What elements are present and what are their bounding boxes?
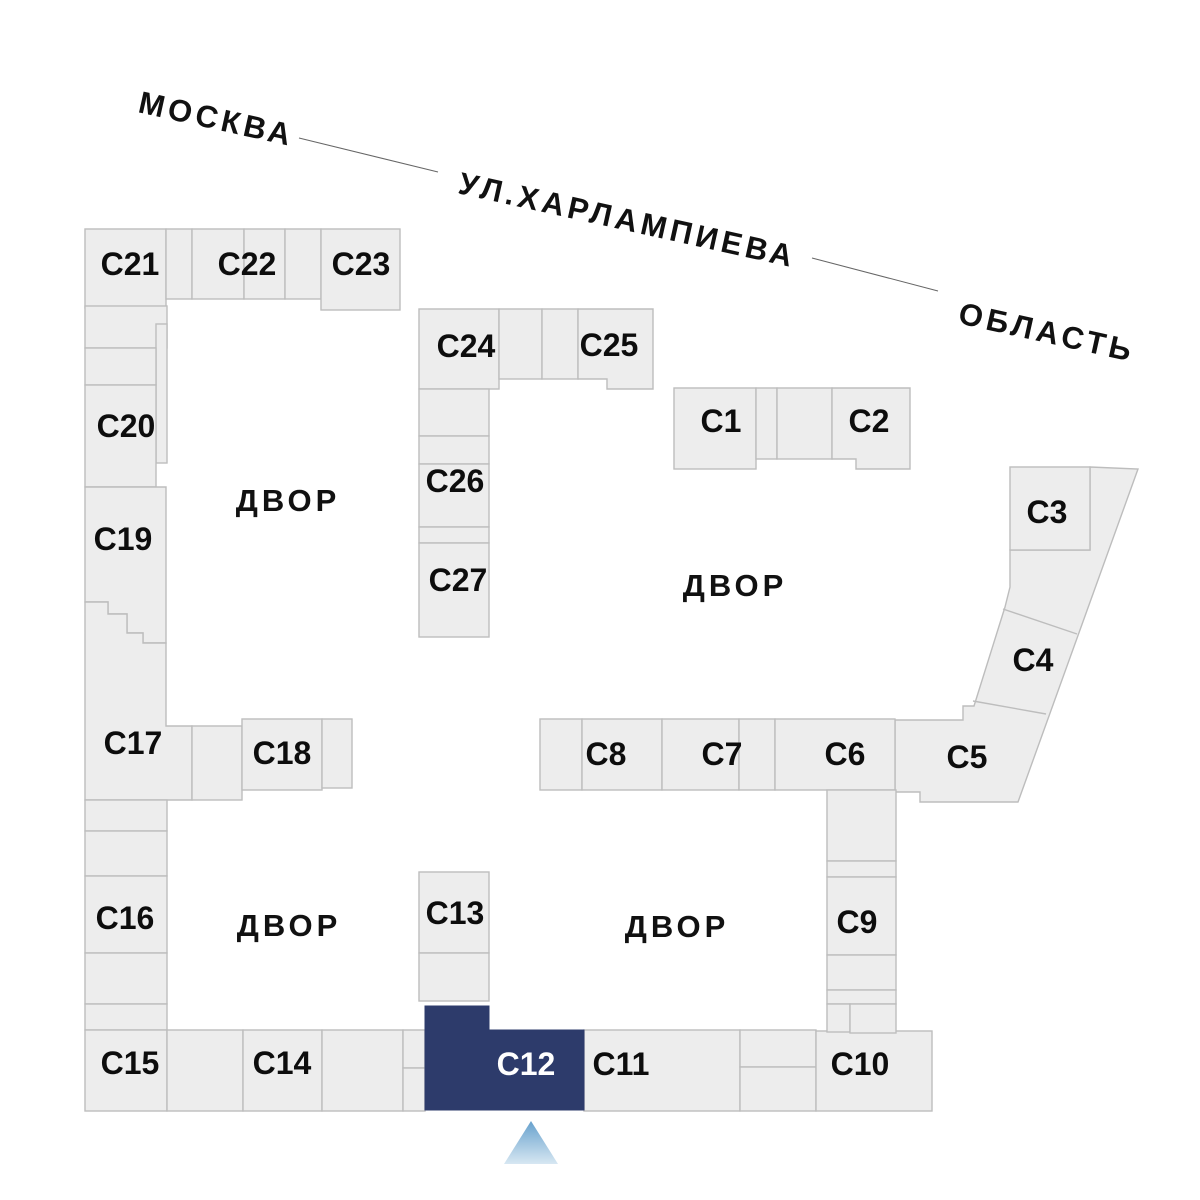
block-label-c2: С2: [849, 403, 890, 439]
building-segment: [84, 1003, 168, 1031]
building-segment: [826, 789, 897, 862]
block-c10[interactable]: [815, 1030, 933, 1112]
block-label-c3: С3: [1027, 494, 1068, 530]
wing-divider: [972, 700, 1047, 715]
street-label-oblast: ОБЛАСТЬ: [955, 296, 1138, 369]
building-segment: [321, 718, 353, 789]
street-label-kharlampieva: УЛ.ХАРЛАМПИЕВА: [455, 166, 799, 275]
courtyard-label: ДВОР: [237, 908, 342, 943]
selected-block-pointer-icon: [504, 1121, 558, 1164]
building-segment: [402, 1067, 426, 1112]
building-segment: [738, 718, 776, 791]
wing-divider: [1002, 608, 1078, 635]
block-label-c8: С8: [586, 736, 627, 772]
building-segment: [418, 526, 490, 544]
block-c14[interactable]: [242, 1029, 323, 1112]
building-segment: [541, 308, 579, 380]
block-label-c12: С12: [497, 1046, 556, 1082]
building-segment: [84, 347, 157, 386]
block-label-c1: С1: [701, 403, 742, 439]
block-label-c16: С16: [96, 900, 155, 936]
courtyard-label: ДВОР: [625, 909, 730, 944]
building-segment: [166, 1029, 244, 1112]
building-segment: [243, 228, 286, 300]
block-c25[interactable]: [577, 308, 654, 390]
building-segment: [826, 860, 897, 878]
block-c21[interactable]: [84, 228, 167, 309]
building-segment: [284, 228, 322, 300]
block-c1[interactable]: [673, 387, 757, 470]
block-label-c20: С20: [97, 408, 156, 444]
block-label-c14: С14: [253, 1045, 312, 1081]
building-segment: [539, 718, 583, 791]
block-label-c21: С21: [101, 246, 160, 282]
building-segment: [755, 387, 778, 460]
block-label-c5: С5: [947, 739, 988, 775]
block-c22[interactable]: [191, 228, 245, 300]
courtyard-label: ДВОР: [236, 483, 341, 518]
building-segment: [739, 1029, 817, 1068]
building-segment: [418, 435, 490, 465]
block-label-c17: С17: [104, 725, 163, 761]
block-c8[interactable]: [581, 718, 663, 791]
building-segment: [191, 725, 243, 801]
street-label-moscow: МОСКВА: [135, 85, 297, 153]
building-segment: [84, 830, 168, 877]
building-segment: [826, 954, 897, 991]
street-divider-line-left: [298, 137, 439, 173]
block-label-c9: С9: [837, 904, 878, 940]
building-segment: [776, 387, 833, 460]
block-label-c22: С22: [218, 246, 277, 282]
building-segment: [165, 228, 193, 300]
block-label-c7: С7: [702, 736, 743, 772]
building-segment: [418, 388, 490, 437]
block-label-c13: С13: [426, 895, 485, 931]
street-divider-line-right: [811, 257, 939, 292]
building-segment: [826, 1003, 851, 1033]
block-label-c19: С19: [94, 521, 153, 557]
block-label-c4: С4: [1013, 642, 1054, 678]
block-label-c15: С15: [101, 1045, 160, 1081]
block-c26[interactable]: [418, 463, 490, 528]
block-c11[interactable]: [583, 1029, 741, 1112]
building-segment: [84, 799, 168, 832]
building-segment: [155, 323, 168, 464]
building-segment: [498, 308, 543, 380]
block-c16[interactable]: [84, 875, 168, 954]
block-c2[interactable]: [831, 387, 911, 470]
block-c23[interactable]: [320, 228, 401, 311]
block-c27[interactable]: [418, 542, 490, 638]
courtyard-label: ДВОР: [683, 568, 788, 603]
block-c4-c5-wing[interactable]: [894, 466, 1139, 803]
building-segment: [84, 305, 168, 349]
block-label-c23: С23: [332, 246, 391, 282]
building-segment: [826, 989, 897, 1005]
block-label-c10: С10: [831, 1046, 890, 1082]
block-label-c25: С25: [580, 327, 639, 363]
block-label-c6: С6: [825, 736, 866, 772]
block-label-c27: С27: [429, 562, 488, 598]
block-c9[interactable]: [826, 876, 897, 956]
block-c12-selected[interactable]: [424, 1005, 585, 1111]
block-label-c11: С11: [593, 1046, 650, 1082]
building-segment: [402, 1029, 426, 1069]
building-segment: [739, 1066, 817, 1112]
block-c3[interactable]: [1009, 466, 1091, 551]
block-label-c24: С24: [437, 328, 496, 364]
block-label-c18: С18: [253, 735, 312, 771]
block-label-c26: С26: [426, 463, 485, 499]
building-segment: [849, 1003, 897, 1034]
block-c18[interactable]: [241, 718, 323, 791]
building-segment: [321, 1029, 404, 1112]
building-segment: [84, 952, 168, 1005]
building-segment: [418, 952, 490, 1002]
